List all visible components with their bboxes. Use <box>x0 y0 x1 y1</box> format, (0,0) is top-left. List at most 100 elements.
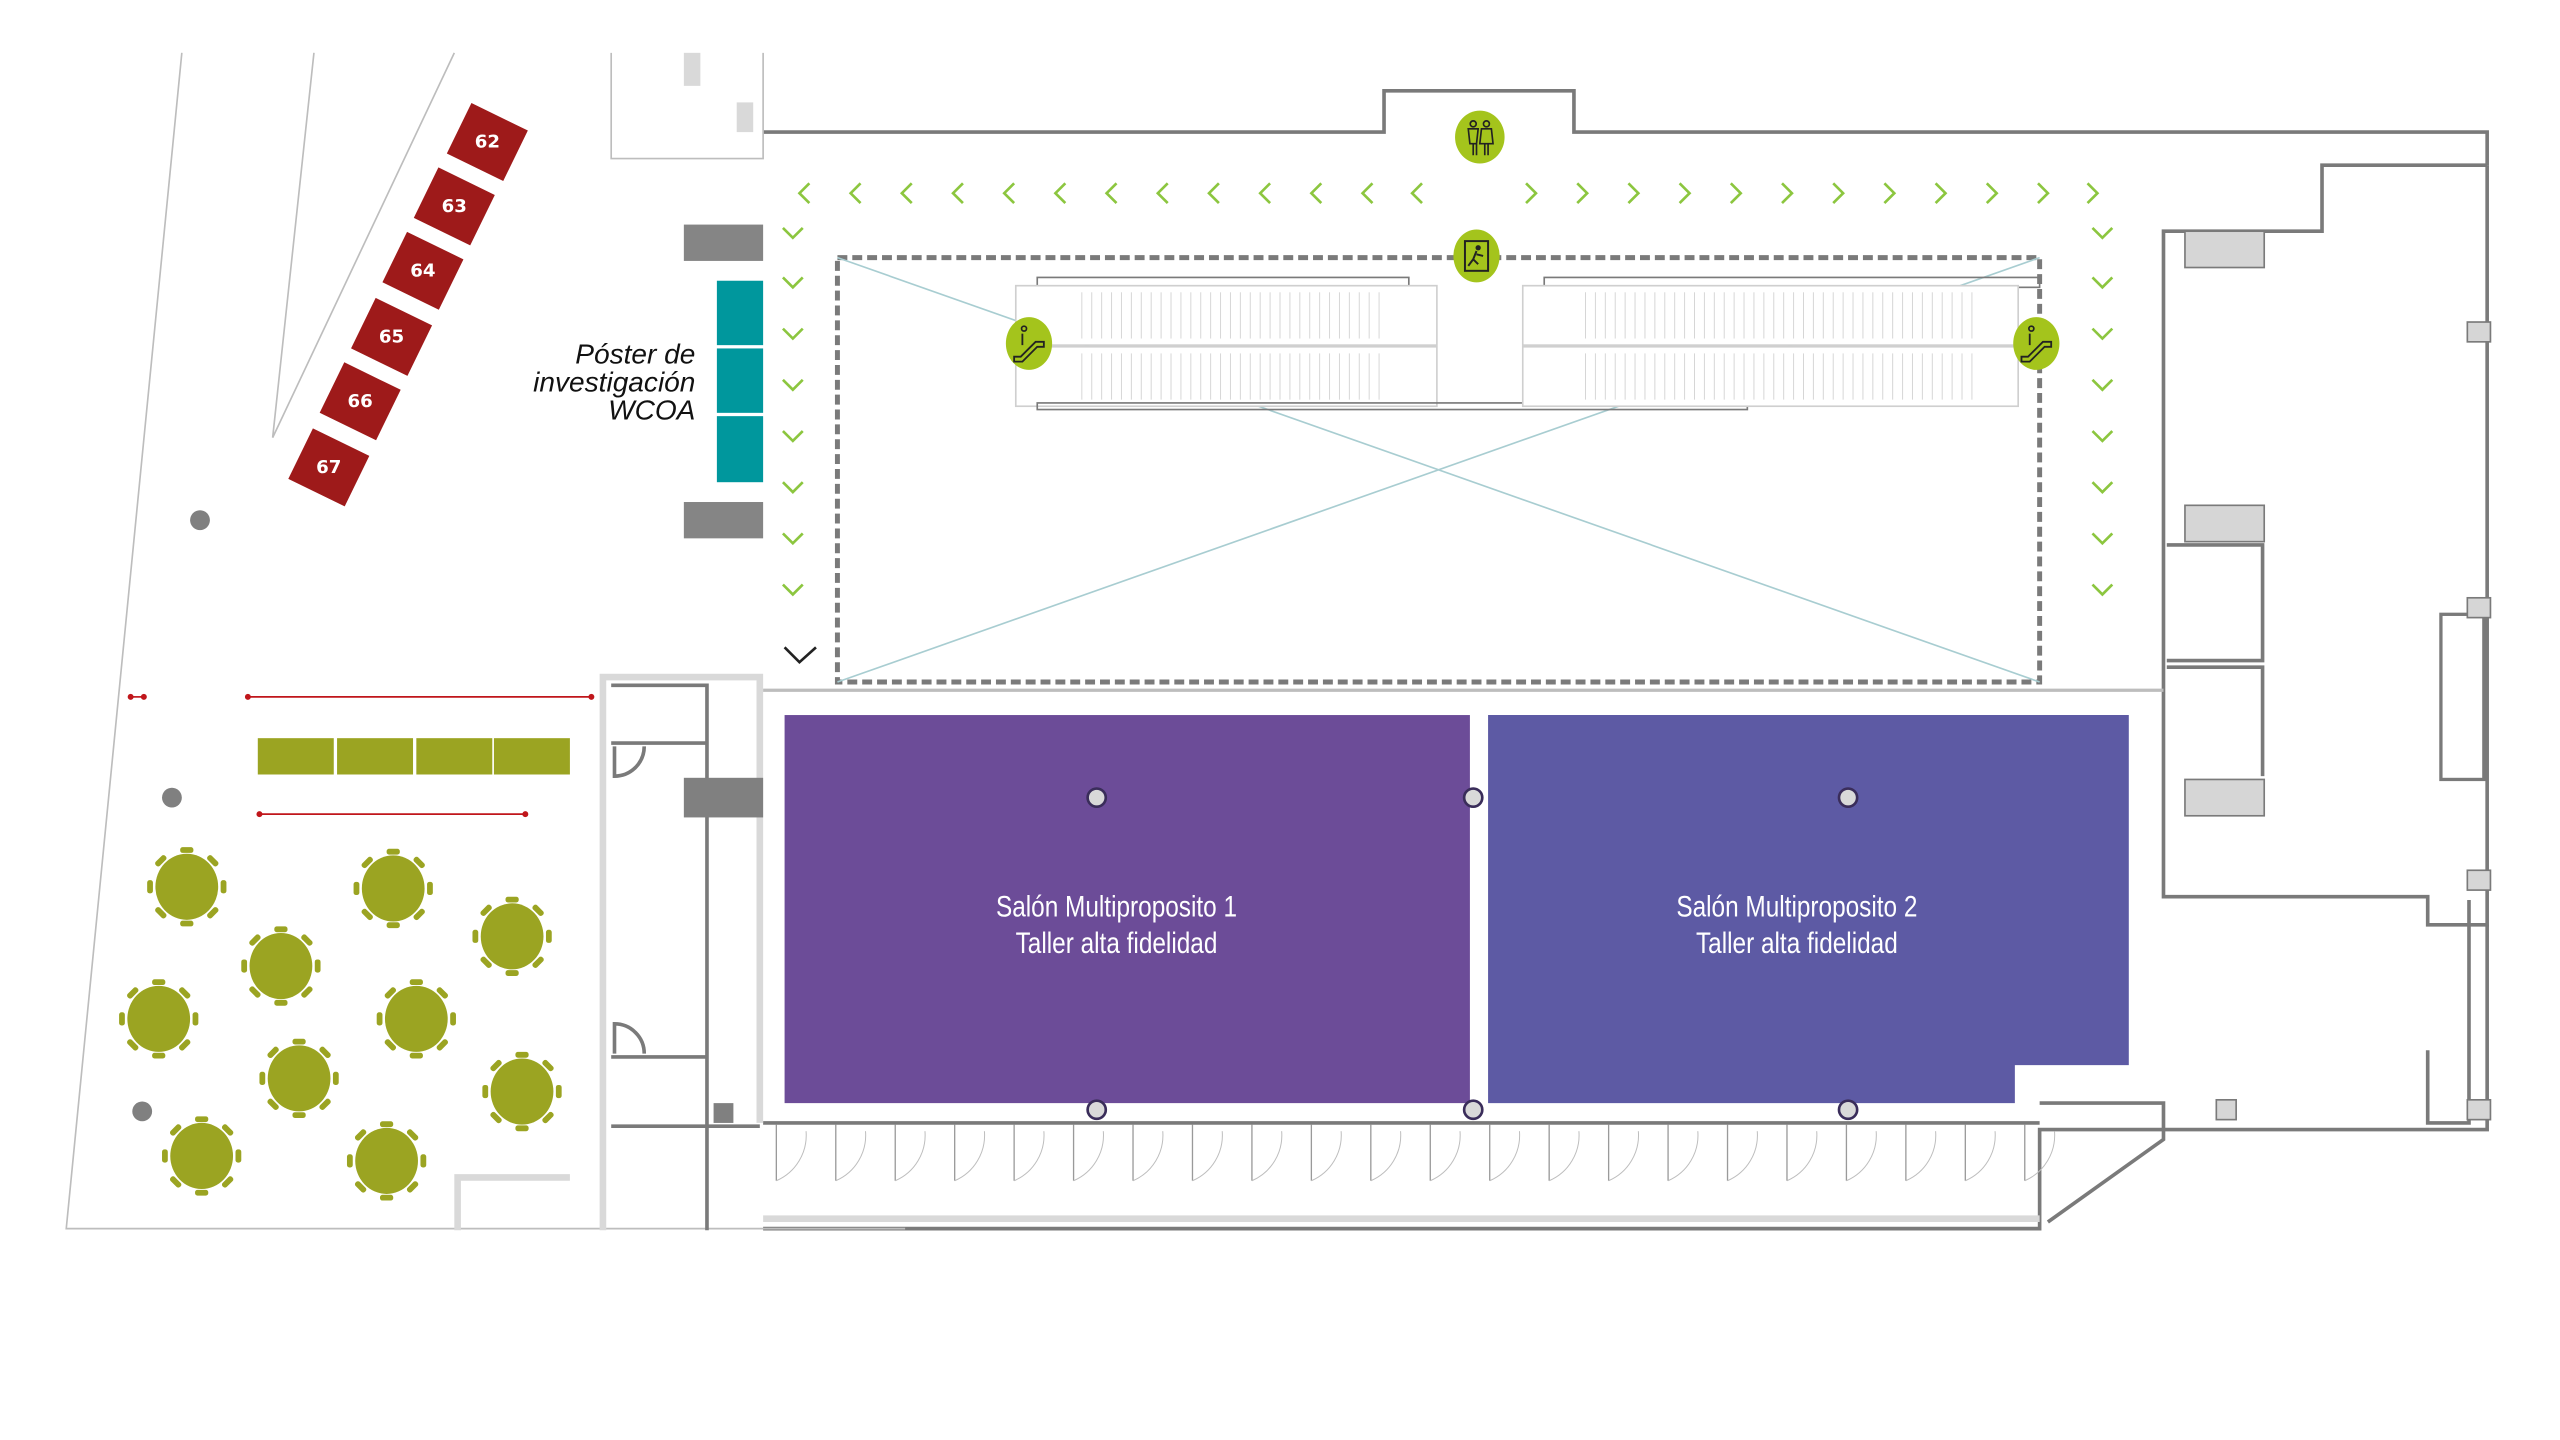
svg-text:Taller alta fidelidad: Taller alta fidelidad <box>1016 926 1218 960</box>
chair <box>490 1059 502 1072</box>
column-dot <box>162 787 182 808</box>
chevron-down-icon <box>782 276 804 290</box>
counter-section <box>493 738 570 775</box>
booth-67[interactable]: 67 <box>288 428 370 507</box>
column <box>1837 1099 1859 1121</box>
round-table[interactable] <box>376 979 456 1059</box>
chevron-left-icon <box>797 182 811 205</box>
wayfinding-arrows <box>782 182 2114 597</box>
chair <box>515 1051 529 1058</box>
round-table[interactable] <box>119 979 199 1059</box>
chair <box>380 1194 394 1201</box>
chevron-left-icon <box>1104 182 1118 205</box>
chair <box>267 1046 279 1059</box>
chevron-left-icon <box>1207 182 1220 205</box>
chair <box>436 987 448 999</box>
round-table[interactable] <box>482 1051 562 1132</box>
chair <box>354 1129 367 1141</box>
booth-65[interactable]: 65 <box>351 297 433 376</box>
chevron-down-icon <box>783 646 817 665</box>
chair <box>207 907 219 919</box>
salon-1-area[interactable] <box>784 715 1470 1104</box>
chevron-down-icon <box>782 226 804 240</box>
barrier-lines <box>127 693 595 818</box>
chevron-down-icon <box>2091 276 2114 290</box>
chair <box>376 1012 383 1026</box>
chevron-down-icon <box>2091 430 2114 443</box>
chevron-right-icon <box>1985 182 1999 205</box>
poster-board[interactable] <box>716 348 764 413</box>
poster-board[interactable] <box>716 416 764 483</box>
chair <box>259 1071 266 1085</box>
chair <box>354 1181 367 1193</box>
chair <box>147 880 153 894</box>
booth-66[interactable]: 66 <box>319 362 401 441</box>
chair <box>380 1121 394 1128</box>
poster-label-line-1: Póster de <box>575 338 695 369</box>
column <box>1086 1099 1108 1121</box>
chevron-down-icon <box>782 583 804 597</box>
booth-number: 67 <box>316 457 341 478</box>
counter <box>257 738 570 775</box>
chevron-right-icon <box>1832 182 1845 205</box>
chevron-right-icon <box>1525 182 1538 205</box>
chair <box>542 1111 554 1124</box>
booth-62[interactable]: 62 <box>446 103 528 182</box>
column-dot <box>190 510 210 531</box>
chevron-right-icon <box>1678 182 1692 205</box>
chevron-down-icon <box>782 532 804 546</box>
counter-section <box>337 738 414 775</box>
round-table[interactable] <box>346 1121 427 1201</box>
escalator-icon[interactable] <box>1005 317 1053 370</box>
escalator-icon[interactable] <box>2013 317 2060 370</box>
chevron-right-icon <box>1883 182 1897 205</box>
svg-text:Salón Multiproposito 2: Salón Multiproposito 2 <box>1676 889 1917 923</box>
chair <box>249 986 261 998</box>
chair <box>292 1112 306 1118</box>
chair <box>152 979 166 986</box>
booth-64[interactable]: 64 <box>382 231 464 310</box>
round-table[interactable] <box>241 926 321 1006</box>
door-swings <box>775 1124 2056 1182</box>
chair <box>119 1012 125 1026</box>
column <box>1837 787 1859 809</box>
svg-text:Taller alta fidelidad: Taller alta fidelidad <box>1696 926 1898 960</box>
poster-area: Póster de investigación WCOA <box>533 224 764 539</box>
chair <box>180 920 194 927</box>
round-table[interactable] <box>472 896 552 976</box>
chair <box>353 881 360 896</box>
round-table[interactable] <box>259 1038 339 1118</box>
chair <box>221 1176 234 1188</box>
chair <box>169 1124 182 1136</box>
salon-2-area[interactable] <box>1488 715 2129 1104</box>
restroom-icon[interactable] <box>1455 110 1505 164</box>
chevron-down-icon <box>2091 532 2114 546</box>
chair <box>409 1052 423 1059</box>
booth-63[interactable]: 63 <box>413 167 495 246</box>
display-panel <box>683 502 764 539</box>
chevron-left-icon <box>1309 182 1323 205</box>
chair <box>386 848 400 855</box>
chevron-left-icon <box>1360 182 1374 205</box>
chair <box>555 1084 562 1099</box>
round-table[interactable] <box>147 847 227 927</box>
poster-board[interactable] <box>716 280 764 346</box>
round-table[interactable] <box>162 1116 242 1196</box>
svg-text:Póster de: Póster de <box>575 338 695 369</box>
svg-text:WCOA: WCOA <box>608 394 695 425</box>
chevron-right-icon <box>1627 182 1641 205</box>
building-walls <box>65 52 2492 1231</box>
round-table[interactable] <box>353 848 433 929</box>
poster-label-line-2: investigación <box>533 366 695 397</box>
chair <box>384 1039 397 1051</box>
emergency-exit-icon[interactable] <box>1453 229 1500 283</box>
chair <box>127 1039 139 1051</box>
chair <box>267 1098 279 1111</box>
chair <box>413 856 425 869</box>
booth-number: 66 <box>348 391 373 412</box>
salon-2[interactable]: Salón Multiproposito 2 Taller alta fidel… <box>1488 715 2129 1104</box>
salon-1[interactable]: Salón Multiproposito 1 Taller alta fidel… <box>784 715 1470 1104</box>
chevron-left-icon <box>1002 182 1016 205</box>
chair <box>195 1189 209 1196</box>
